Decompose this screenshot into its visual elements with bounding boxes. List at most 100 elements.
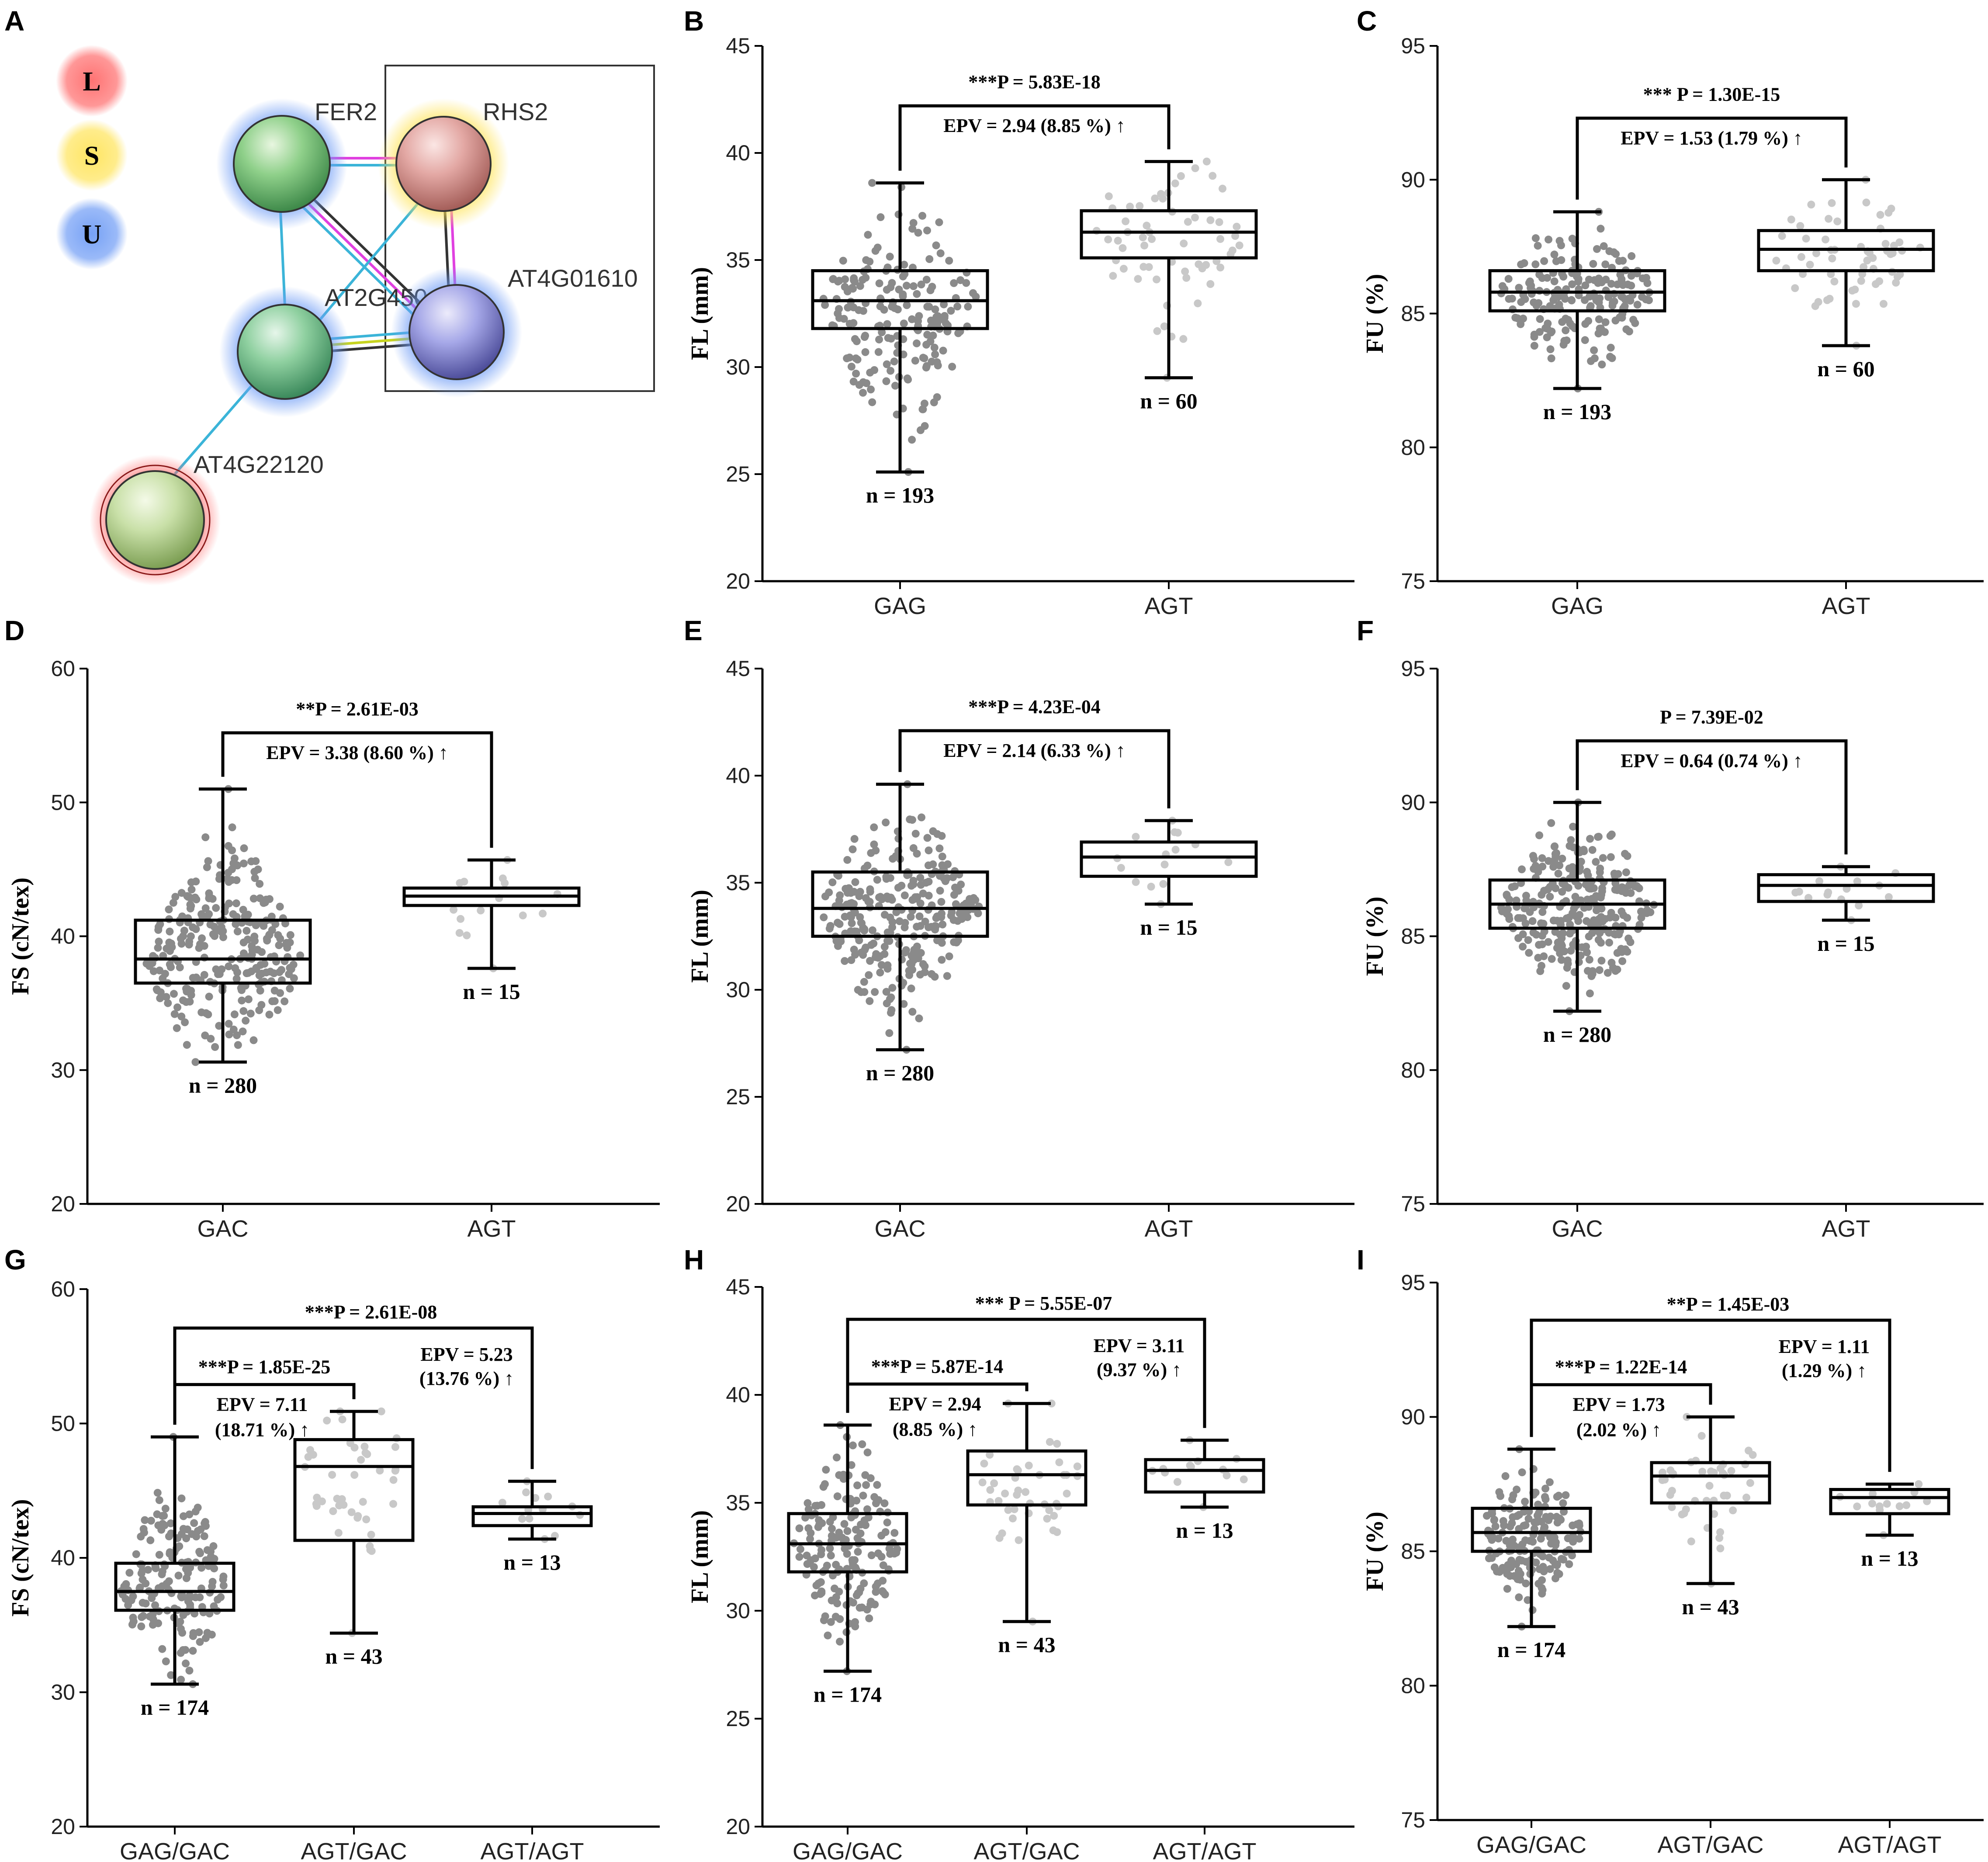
- data-point: [362, 1515, 371, 1523]
- data-point: [1530, 855, 1538, 863]
- data-point: [267, 912, 276, 921]
- data-point: [1550, 277, 1559, 285]
- data-point: [1574, 917, 1583, 925]
- data-point: [847, 927, 855, 936]
- x-tick-label: AGT: [1822, 593, 1870, 619]
- data-point: [1618, 957, 1627, 965]
- data-point: [1541, 1495, 1550, 1503]
- data-point: [286, 985, 294, 993]
- data-point: [519, 911, 527, 919]
- data-point: [177, 1494, 186, 1502]
- data-point: [1601, 318, 1610, 326]
- data-point: [871, 247, 880, 255]
- data-point: [864, 898, 873, 906]
- data-point: [1582, 943, 1590, 951]
- data-point: [152, 1564, 160, 1572]
- data-point: [1607, 343, 1615, 352]
- data-point: [1554, 870, 1562, 878]
- data-point: [1687, 1537, 1695, 1546]
- y-tick-label: 85: [1401, 924, 1425, 949]
- data-point: [886, 253, 894, 261]
- n-label: n = 193: [866, 483, 934, 507]
- bracket-line: [1530, 1318, 1891, 1472]
- data-point: [338, 1415, 346, 1424]
- data-point: [938, 832, 946, 840]
- data-point: [832, 1593, 840, 1601]
- data-point: [868, 398, 876, 406]
- data-point: [880, 305, 888, 314]
- data-point: [210, 1564, 218, 1573]
- data-point: [1209, 172, 1217, 180]
- data-point: [1804, 894, 1813, 902]
- data-point: [275, 941, 283, 950]
- data-point: [843, 354, 851, 363]
- data-point: [1194, 299, 1202, 308]
- data-point: [1521, 1521, 1530, 1529]
- epv-label: EPV = 3.38 (8.60 %) ↑: [266, 742, 448, 763]
- data-point: [1519, 930, 1527, 938]
- data-point: [463, 931, 471, 940]
- data-point: [249, 1036, 258, 1044]
- data-point: [980, 1460, 988, 1468]
- data-point: [861, 348, 869, 356]
- data-point: [205, 992, 213, 1001]
- y-tick-label: 30: [726, 1598, 750, 1623]
- box-gag-gac: n = 174: [787, 1421, 908, 1706]
- data-point: [1853, 877, 1861, 885]
- at4g22120-ring: [100, 465, 211, 576]
- data-point: [860, 1579, 868, 1588]
- data-point: [246, 1009, 255, 1018]
- data-point: [1231, 232, 1240, 240]
- data-point: [1564, 960, 1572, 968]
- epv-label: EPV = 7.11: [217, 1394, 308, 1415]
- data-point: [164, 999, 172, 1007]
- data-point: [1191, 213, 1199, 222]
- data-point: [160, 1512, 168, 1520]
- x-tick-label: GAG/GAC: [1476, 1832, 1586, 1858]
- data-point: [931, 973, 939, 981]
- data-point: [201, 833, 210, 842]
- data-point: [882, 377, 890, 385]
- data-point: [1627, 272, 1635, 280]
- data-point: [128, 1620, 136, 1629]
- data-point: [1224, 858, 1233, 867]
- data-point: [501, 879, 509, 888]
- data-point: [1503, 1585, 1511, 1593]
- data-point: [187, 878, 195, 887]
- data-point: [852, 369, 860, 378]
- data-point: [174, 1571, 183, 1580]
- data-point: [1546, 892, 1554, 901]
- data-point: [936, 887, 944, 895]
- data-point: [850, 900, 858, 908]
- n-label: n = 43: [998, 1633, 1055, 1657]
- data-point: [874, 1496, 883, 1504]
- data-point: [456, 879, 464, 887]
- data-point: [1538, 863, 1547, 871]
- data-point: [1547, 819, 1555, 827]
- box-iqr: [1471, 1507, 1592, 1553]
- data-point: [849, 378, 858, 386]
- box-agt-agt: n = 13: [1829, 1480, 1950, 1571]
- data-point: [1530, 865, 1538, 873]
- data-point: [1524, 1515, 1533, 1523]
- data-point: [888, 896, 896, 904]
- data-point: [1828, 199, 1836, 207]
- data-point: [179, 1525, 187, 1533]
- data-point: [328, 1470, 336, 1479]
- data-point: [171, 893, 180, 901]
- at4g01610-node-icon: [409, 284, 505, 380]
- data-point: [817, 1550, 825, 1558]
- data-point: [839, 257, 847, 265]
- data-point: [1884, 893, 1893, 901]
- data-point: [917, 281, 925, 289]
- x-tick-label: GAC: [1552, 1216, 1603, 1242]
- data-point: [149, 967, 158, 975]
- data-point: [205, 894, 213, 902]
- data-point: [1625, 881, 1634, 890]
- p-value-label: *** P = 5.55E-07: [975, 1293, 1112, 1314]
- data-point: [1787, 215, 1795, 224]
- data-point: [1482, 1512, 1491, 1520]
- data-point: [851, 878, 859, 886]
- data-point: [847, 1461, 855, 1469]
- data-point: [829, 275, 837, 283]
